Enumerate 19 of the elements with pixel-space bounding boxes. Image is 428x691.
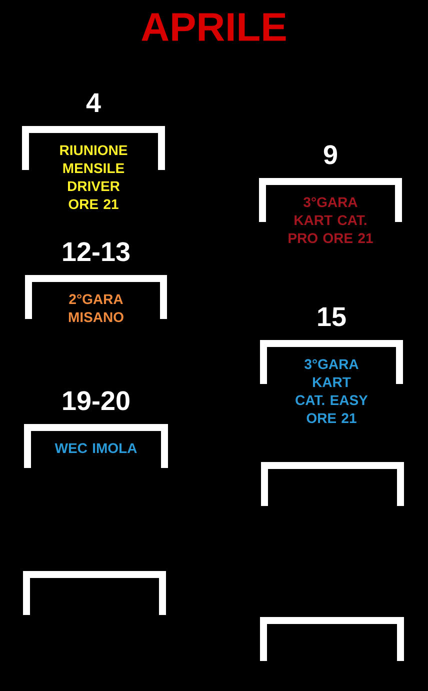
date-label: 9 [324, 145, 337, 164]
event-text: 2°GARA MISANO [68, 294, 124, 322]
event-text: 3°GARA KART CAT. PRO ORE 21 [288, 197, 373, 244]
date-label: 19-20 [63, 391, 130, 410]
event-bracket [259, 145, 402, 244]
title: APRILE [142, 13, 286, 41]
empty-bracket [260, 617, 404, 661]
empty-bracket [261, 462, 404, 506]
date-label: 12-13 [63, 242, 130, 262]
event-bracket [22, 93, 165, 210]
date-label: 4 [86, 93, 101, 112]
event-bracket [24, 391, 168, 468]
date-label: 15 [318, 307, 346, 326]
event-bracket [260, 307, 403, 424]
event-text: RIUNIONE MENSILE DRIVER ORE 21 [60, 145, 128, 210]
event-bracket [25, 242, 167, 322]
empty-bracket [23, 571, 166, 615]
event-text: 3°GARA KART CAT. EASY ORE 21 [296, 359, 368, 424]
event-text: WEC IMOLA [54, 443, 137, 454]
